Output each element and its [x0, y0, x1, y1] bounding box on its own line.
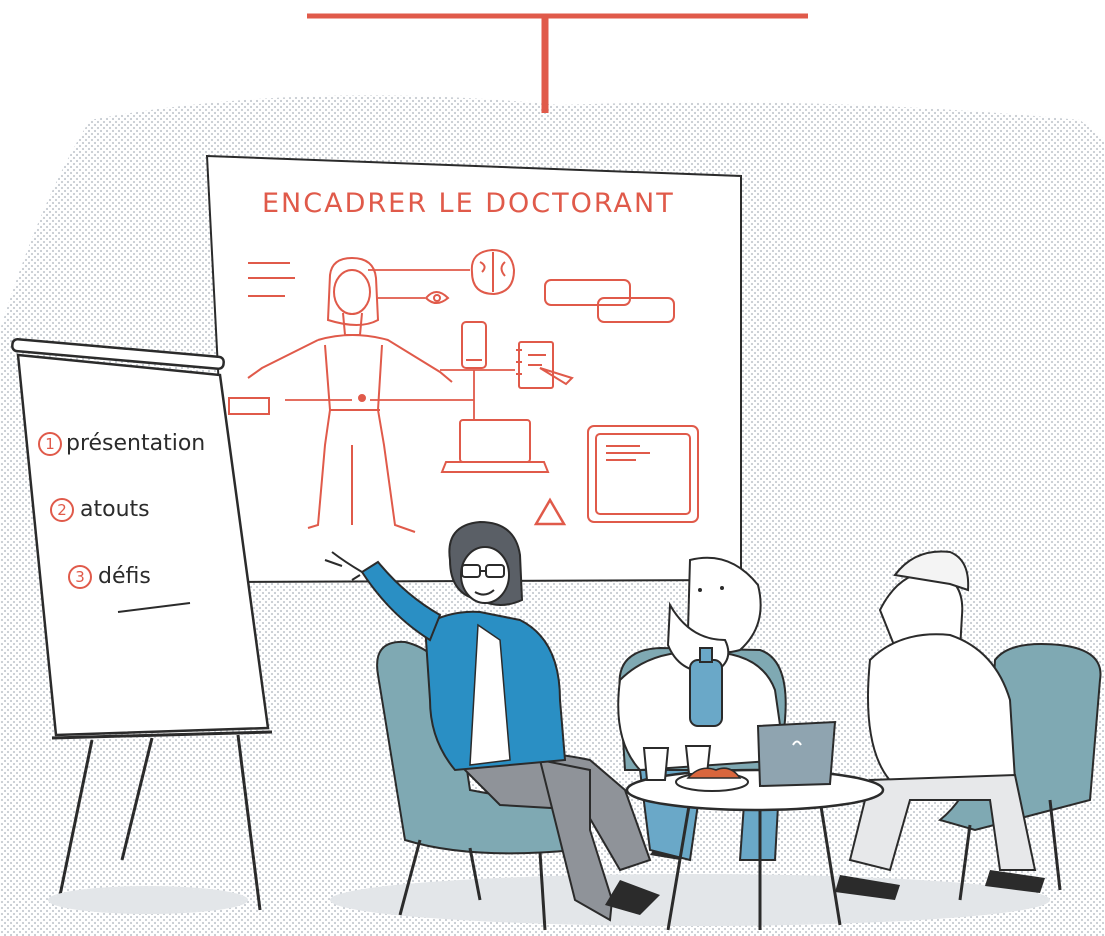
list-item-number: 1	[45, 435, 55, 453]
list-item-text: présentation	[66, 431, 205, 456]
label-box	[228, 397, 270, 415]
coffee-cups	[642, 745, 712, 781]
list-item-text: atouts	[80, 497, 150, 522]
warning-triangle-icon	[533, 497, 567, 526]
croissant-icon	[686, 767, 742, 779]
note-lines	[248, 262, 295, 297]
flipchart-legs	[56, 734, 262, 911]
water-bottle-icon	[689, 659, 723, 727]
notebook-icon	[516, 341, 574, 389]
brain-icon	[470, 248, 516, 296]
list-item: 1 présentation	[38, 431, 205, 456]
flipchart-shadow	[48, 886, 248, 914]
floor-shadow	[330, 874, 1050, 926]
list-item-text: défis	[98, 564, 151, 589]
flipchart-list: 1 présentation 2 atouts 3 défis	[38, 431, 205, 613]
phone-icon	[461, 321, 487, 369]
laptop	[756, 720, 837, 788]
whiteboard: ENCADRER LE DOCTORANT	[205, 154, 742, 584]
underline-stroke	[117, 602, 191, 613]
laptop-icon	[440, 419, 550, 473]
list-item-number: 2	[57, 501, 67, 519]
document-icon	[587, 425, 699, 523]
eye-icon	[424, 291, 450, 304]
flipchart-top-bar	[11, 337, 225, 371]
list-item: 3 défis	[68, 564, 151, 589]
coffee-table	[625, 720, 885, 931]
list-item: 2 atouts	[50, 497, 150, 522]
woman-presenter	[324, 520, 690, 922]
connector-lines	[285, 269, 515, 420]
seated-man	[835, 550, 1045, 900]
glasses-icon	[461, 564, 505, 578]
whiteboard-title: ENCADRER LE DOCTORANT	[262, 188, 675, 219]
flipchart: 1 présentation 2 atouts 3 défis	[11, 337, 273, 914]
list-item-number: 3	[75, 568, 85, 586]
whiteboard-figure	[247, 256, 453, 533]
hanging-bracket	[307, 13, 808, 113]
speech-boxes	[544, 279, 675, 323]
